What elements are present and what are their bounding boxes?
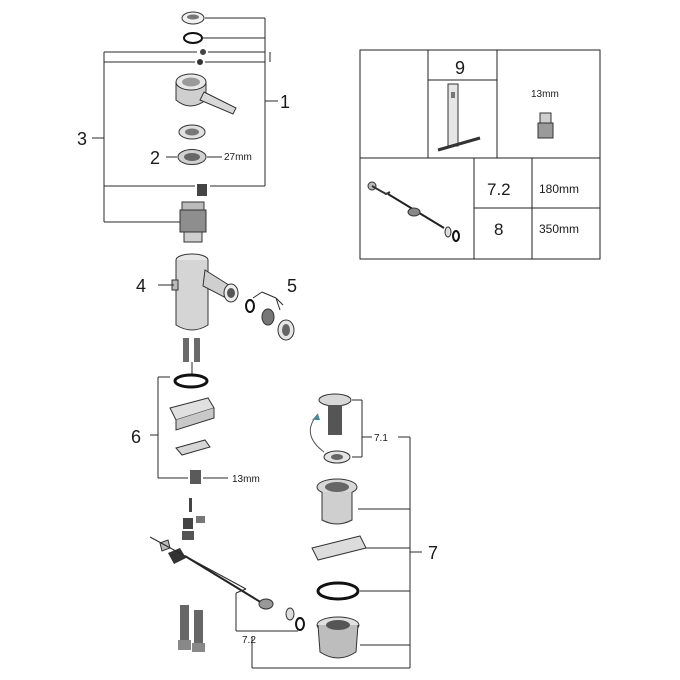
popup-stopper	[318, 393, 352, 435]
inset-box	[359, 49, 601, 260]
callout-3: 3	[77, 129, 87, 149]
stopper-seal	[323, 450, 351, 464]
drain-gasket	[311, 535, 367, 561]
mounting-nut-13mm	[190, 470, 201, 484]
rod-label-72: 7.2	[487, 180, 511, 199]
indicator-cap	[181, 11, 205, 25]
callout-lines-7	[358, 437, 422, 668]
callout-lines-5	[252, 291, 284, 311]
inset-rod-assembly	[367, 181, 460, 242]
mounting-washer	[175, 439, 211, 456]
service-tool	[437, 83, 481, 152]
supply-hoses	[183, 338, 200, 362]
hex-fitting-13mm	[537, 112, 554, 139]
callout-1: 1	[280, 92, 290, 112]
flex-hose-ends	[178, 605, 205, 652]
nut-27mm	[177, 149, 207, 165]
rod-length-350: 350mm	[539, 222, 579, 236]
lever-handle	[175, 73, 237, 115]
inset-hex-size: 13mm	[531, 89, 559, 100]
callout-2: 2	[150, 148, 160, 168]
drain-flange	[316, 478, 358, 525]
callout-6: 6	[131, 427, 141, 447]
callout-5: 5	[287, 276, 297, 296]
callout-71: 7.1	[374, 433, 388, 444]
mounting-seal	[173, 373, 209, 389]
cartridge	[179, 201, 207, 243]
callout-lines-71	[352, 399, 410, 458]
mounting-plate	[169, 397, 215, 431]
rod-label-8: 8	[494, 220, 503, 239]
lift-rod-assembly	[159, 498, 305, 631]
rod-length-180: 180mm	[539, 182, 579, 196]
aerator-set	[245, 299, 295, 341]
drain-body	[316, 616, 360, 659]
callout-lines-top	[92, 17, 278, 223]
nut-size-label: 27mm	[224, 152, 252, 163]
drain-o-ring	[316, 581, 360, 601]
callout-lines-72	[149, 536, 410, 669]
faucet-body	[171, 253, 239, 331]
callout-4: 4	[136, 276, 146, 296]
cap-o-ring	[183, 32, 203, 44]
grub-screw	[197, 49, 206, 65]
spindle-adapter	[197, 184, 207, 196]
inset-tool-number: 9	[455, 58, 465, 78]
mounting-nut-size-label: 13mm	[232, 474, 260, 485]
callout-72-main: 7.2	[242, 635, 256, 646]
callout-7: 7	[428, 543, 438, 563]
callout-lines-6	[150, 376, 188, 479]
trim-ring	[178, 124, 206, 140]
